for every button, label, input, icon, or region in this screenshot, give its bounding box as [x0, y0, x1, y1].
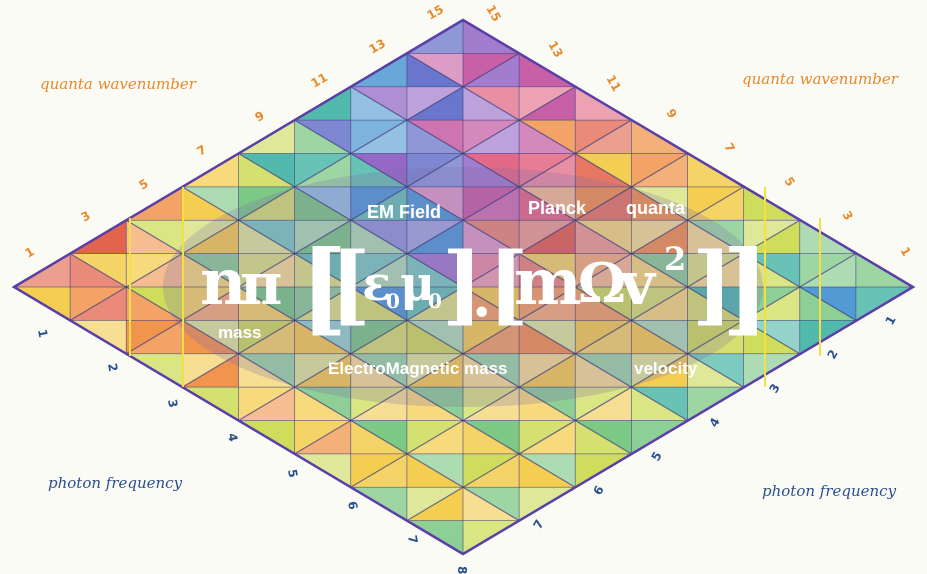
- axis-ul-tick: 11: [309, 70, 330, 90]
- term-planck: Planck: [528, 198, 587, 218]
- axis-ll-tick: 4: [225, 432, 240, 443]
- axis-ll-tick: 6: [345, 500, 360, 511]
- axis-ul-tick: 1: [23, 244, 37, 260]
- axis-ll-tick: 5: [285, 468, 300, 479]
- term-velocity: velocity: [634, 359, 698, 378]
- axis-lr-tick: 1: [882, 313, 898, 327]
- formula-dot: .: [472, 264, 492, 330]
- label-bottom-left: photon frequency: [48, 474, 183, 492]
- term-quanta: quanta: [626, 198, 686, 218]
- formula-mu-sub: 0: [428, 289, 442, 313]
- axis-ur-tick: 13: [545, 39, 565, 60]
- axis-ul-tick: 15: [425, 2, 446, 22]
- formula-n: n: [200, 245, 247, 320]
- axis-lr-tick: 5: [648, 449, 664, 463]
- formula: n π [ [ ε 0 μ 0 ] . [ m Ω v 2 ] ]: [200, 228, 769, 346]
- yellow-guide-lines: [129, 187, 821, 387]
- formula-inner-lbracket-2: [: [488, 234, 529, 335]
- axis-ur-tick: 1: [897, 245, 913, 259]
- formula-inner-rbracket: ]: [442, 234, 483, 335]
- diamond-outline: [11, 18, 916, 556]
- formula-outer-lbracket: [: [300, 228, 347, 346]
- axis-lower-left: 1 2 3 4 5 6 7 8: [35, 328, 469, 574]
- axis-ul-tick: 13: [367, 36, 388, 56]
- axis-ur-tick: 3: [839, 209, 855, 223]
- axis-ur-tick: 15: [483, 3, 503, 24]
- formula-pi: π: [240, 250, 282, 318]
- formula-mu: μ: [400, 256, 435, 312]
- label-top-left: quanta wavenumber: [40, 75, 197, 93]
- axis-lr-tick: 2: [824, 347, 840, 361]
- formula-m: m: [514, 245, 582, 320]
- formula-omega: Ω: [578, 251, 626, 315]
- formula-epsilon: ε: [362, 256, 391, 312]
- axis-ll-tick: 8: [455, 566, 469, 574]
- term-mass: mass: [218, 323, 261, 342]
- label-top-right: quanta wavenumber: [742, 70, 899, 88]
- axis-ll-tick: 7: [405, 534, 420, 545]
- axis-ll-tick: 2: [105, 362, 120, 373]
- formula-epsilon-sub: 0: [386, 289, 400, 313]
- axis-ul-tick: 3: [79, 208, 93, 224]
- axis-lr-tick: 4: [706, 415, 722, 429]
- axis-ur-tick: 11: [603, 73, 623, 94]
- axis-lr-tick: 7: [530, 517, 546, 531]
- label-bottom-right: photon frequency: [762, 482, 897, 500]
- formula-inner-rbracket-2: ]: [692, 234, 733, 335]
- formula-inner-lbracket: [: [330, 234, 371, 335]
- axis-ul-tick: 5: [137, 176, 151, 192]
- formula-squared: 2: [664, 240, 686, 278]
- term-electromagnetic-mass: ElectroMagnetic mass: [328, 359, 508, 378]
- axis-ll-tick: 1: [35, 328, 50, 339]
- axis-lr-tick: 6: [590, 483, 606, 497]
- axis-ur-tick: 7: [721, 141, 737, 155]
- axis-ll-tick: 3: [165, 398, 180, 409]
- axis-ul-tick: 7: [195, 142, 209, 158]
- axis-ur-tick: 5: [781, 175, 797, 189]
- axis-lr-tick: 3: [766, 381, 782, 395]
- axis-ur-tick: 9: [663, 107, 679, 121]
- formula-v: v: [618, 249, 657, 319]
- axis-ul-tick: 9: [253, 108, 267, 124]
- formula-outer-rbracket: ]: [722, 228, 769, 346]
- term-em-field: EM Field: [367, 202, 441, 222]
